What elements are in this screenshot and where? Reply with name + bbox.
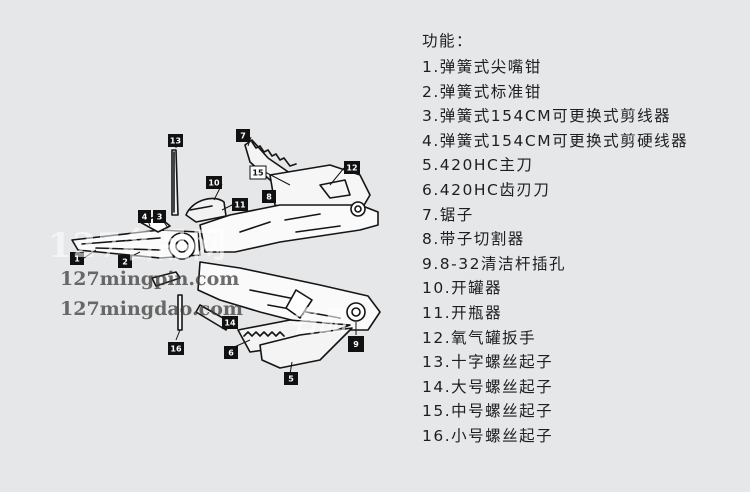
feature-list-title: 功能： xyxy=(422,32,474,50)
feature-item: 5.420HC主刀 xyxy=(422,156,534,175)
feature-item: 6.420HC齿刃刀 xyxy=(422,180,551,199)
feature-item: 2.弹簧式标准钳 xyxy=(422,82,542,101)
callout-6: 6 xyxy=(224,346,238,359)
feature-item: 1.弹簧式尖嘴钳 xyxy=(422,58,542,76)
feature-item: 13.十字螺丝起子 xyxy=(422,353,554,372)
svg-text:11: 11 xyxy=(234,201,246,210)
feature-item: 3.弹簧式154CM可更换式剪线器 xyxy=(422,107,672,126)
callout-8: 8 xyxy=(262,190,276,203)
svg-text:16: 16 xyxy=(170,345,182,354)
callout-5: 5 xyxy=(284,372,298,385)
feature-item: 14.大号螺丝起子 xyxy=(422,377,554,396)
feature-item: 11.开瓶器 xyxy=(422,303,503,322)
callout-10: 10 xyxy=(206,176,222,189)
svg-text:15: 15 xyxy=(252,169,264,178)
svg-text:9: 9 xyxy=(353,340,359,349)
feature-item: 7.锯子 xyxy=(422,205,474,224)
svg-text:5: 5 xyxy=(288,375,294,384)
watermark-mingpin: 名品 xyxy=(290,305,347,338)
multitool-diagram: 13 7 12 15 10 8 11 4 xyxy=(70,129,381,385)
callout-11: 11 xyxy=(232,198,248,211)
callout-1: 1 xyxy=(70,252,84,265)
svg-text:14: 14 xyxy=(224,319,236,328)
svg-text:6: 6 xyxy=(228,349,234,358)
svg-text:13: 13 xyxy=(170,137,181,146)
callout-13: 13 xyxy=(168,134,183,147)
feature-item: 15.中号螺丝起子 xyxy=(422,402,554,421)
feature-item: 12.氧气罐扳手 xyxy=(422,328,537,347)
svg-text:12: 12 xyxy=(346,164,357,173)
svg-text:8: 8 xyxy=(266,193,272,202)
callout-12: 12 xyxy=(344,161,360,174)
svg-text:2: 2 xyxy=(122,258,128,267)
callout-3: 3 xyxy=(153,210,166,223)
feature-item: 16.小号螺丝起子 xyxy=(422,426,554,445)
callout-7: 7 xyxy=(236,129,250,142)
feature-item: 4.弹簧式154CM可更换式剪硬线器 xyxy=(422,131,689,150)
callout-9: 9 xyxy=(348,336,364,352)
watermark-url-mingpin: 127mingpin.com xyxy=(60,268,240,290)
feature-item: 10.开罐器 xyxy=(422,279,503,298)
svg-text:3: 3 xyxy=(157,213,163,222)
svg-text:1: 1 xyxy=(74,255,80,264)
feature-item: 9.8-32清洁杆插孔 xyxy=(422,254,566,273)
callout-15: 15 xyxy=(249,165,267,180)
feature-item: 8.带子切割器 xyxy=(422,230,525,249)
svg-text:4: 4 xyxy=(142,213,148,222)
callout-16: 16 xyxy=(168,342,184,355)
watermark-logo: 127名品网 xyxy=(48,226,227,266)
svg-text:7: 7 xyxy=(240,132,246,141)
svg-text:10: 10 xyxy=(208,179,220,188)
feature-list: 功能： 1.弹簧式尖嘴钳 2.弹簧式标准钳 3.弹簧式154CM可更换式剪线器 … xyxy=(422,30,742,449)
callout-14: 14 xyxy=(222,316,238,329)
callout-4: 4 xyxy=(138,210,151,223)
watermark-url-mingdao: 127mingdao.com xyxy=(60,298,243,320)
callout-2: 2 xyxy=(118,255,132,268)
